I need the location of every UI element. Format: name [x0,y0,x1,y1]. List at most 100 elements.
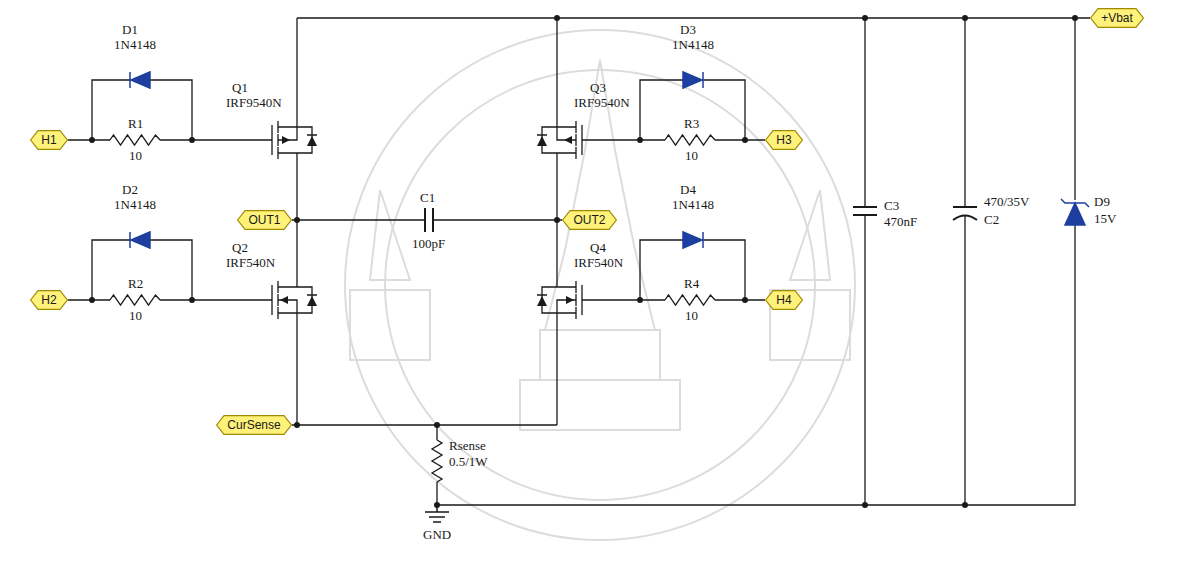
part-name: R1 [128,116,143,131]
mosfet-symbol [537,121,582,159]
junction-dot [1072,15,1078,21]
channel-arrow [282,136,290,144]
junction-dots [89,15,1078,508]
part-value: IRF9540N [574,95,630,110]
tag-shape [766,131,803,150]
tag-shape [563,211,617,230]
supply-rail [297,18,1090,505]
part-name: D1 [122,22,138,37]
tag-shape [238,211,292,230]
mosfet-symbol [537,281,582,319]
signal-name: H3 [776,133,791,147]
resistor-symbol [665,135,715,145]
junction-dot [189,137,195,143]
part-name: Rsense [449,438,486,453]
resistor-symbol [432,440,442,482]
tag-shape [217,416,292,435]
part-value: 10 [129,148,142,163]
signal-tag: H3 [765,130,803,150]
part-value: 470nF [884,214,917,229]
part-value: 15V [1094,211,1116,226]
signal-tag: CurSense [216,415,292,435]
signal-tag: H2 [30,290,68,310]
part-value: 100pF [412,236,445,251]
diode-bar [129,72,131,88]
watermark-ornament [350,190,850,360]
junction-dot [89,137,95,143]
signal-tag: H4 [765,290,803,310]
sense-wire [292,425,557,505]
signal-name: +Vbat [1101,11,1133,25]
part-value: IRF9540N [226,95,282,110]
part-name: C1 [420,190,435,205]
tag-shape [31,291,68,310]
wires [68,18,1090,505]
mosfet-symbol [272,121,317,159]
resistor-symbol [665,295,715,305]
part-name: R3 [684,116,699,131]
junction-dot [434,422,440,428]
part-value: 10 [129,308,142,323]
zener-symbol [1065,203,1085,225]
junction-dot [862,15,868,21]
part-value: 470/35V [984,194,1030,209]
resistor-symbol [110,135,715,482]
diode-symbol [683,72,702,88]
diode-bar [702,232,704,248]
body-diode [537,296,547,306]
signal-name: H2 [41,293,56,307]
part-value: IRF540N [574,255,623,270]
channel-arrow [564,136,572,144]
signal-tag: +Vbat [1090,8,1144,28]
junction-dot [294,217,300,223]
watermark-ring [345,30,855,540]
part-name: R2 [128,276,143,291]
junction-dot [742,297,748,303]
body-diode [307,136,317,146]
part-name: Q4 [590,240,606,255]
watermark-ring [385,70,815,500]
junction-dot [554,15,560,21]
part-value: 1N4148 [114,37,156,52]
junction-dot [637,137,643,143]
diode-bar [702,72,704,88]
capacitor-lead [865,18,965,505]
part-name: R4 [684,276,699,291]
signal-tag: H1 [30,130,68,150]
diode-symbol [683,232,702,248]
tag-shape [31,131,68,150]
part-value: 10 [685,308,698,323]
output-wire [292,219,562,220]
body-diode [537,136,547,146]
signal-tag: OUT1 [237,210,292,230]
part-name: D3 [680,22,696,37]
part-value: 1N4148 [672,37,714,52]
capacitor-symbol [853,207,877,215]
mosfet-arrows [280,136,574,306]
channel-arrow [280,296,288,304]
junction-dot [862,502,868,508]
tag-shape [766,291,803,310]
junction-dot [637,297,643,303]
part-name: D4 [680,182,696,197]
junction-dot [89,297,95,303]
part-value: 10 [685,148,698,163]
signal-tag: OUT2 [562,210,617,230]
junction-dot [962,502,968,508]
capacitor-symbol [425,208,433,232]
signal-name: H1 [41,133,56,147]
part-name: Q1 [232,80,248,95]
electrolytic-capacitor-symbol [953,207,977,220]
part-name: C2 [984,212,999,227]
watermark [345,30,855,540]
mosfet-symbol [272,121,582,319]
diode-bar [129,232,131,248]
watermark-pagoda [520,60,680,430]
signal-name: CurSense [227,418,280,432]
signal-name: OUT1 [248,213,280,227]
resistor-symbol [110,135,160,145]
junction-dot [742,137,748,143]
junction-dot [189,297,195,303]
part-name: Q2 [232,240,248,255]
zener-bar [1061,199,1089,207]
